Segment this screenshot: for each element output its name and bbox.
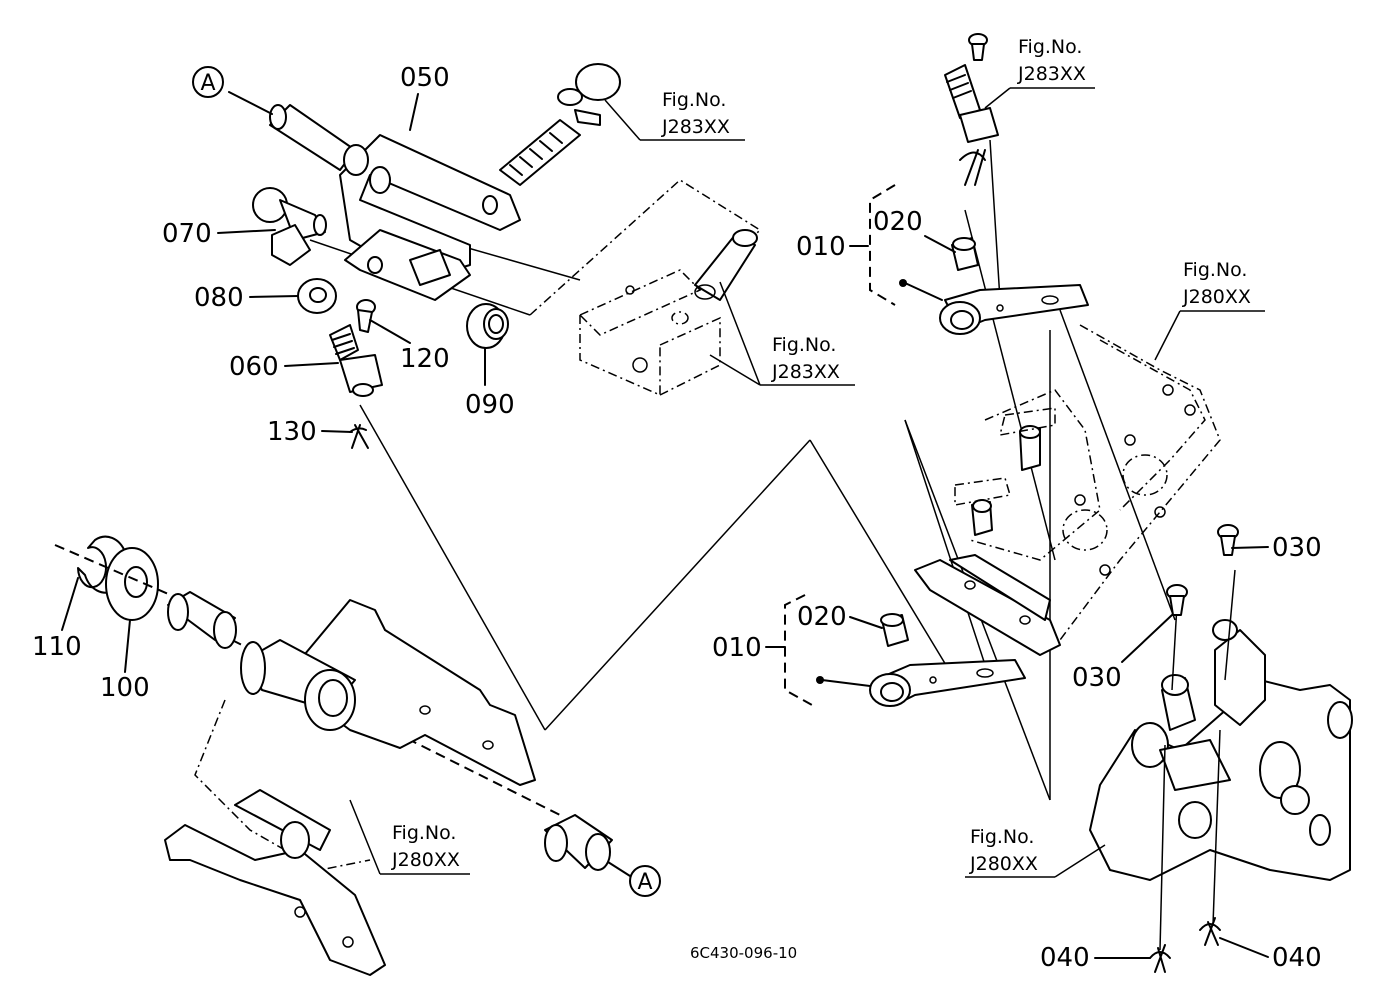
balljoint-070 bbox=[252, 187, 327, 266]
label-060: 060 bbox=[229, 352, 279, 382]
pin-030-upper bbox=[1217, 524, 1239, 556]
svg-text:J283XX: J283XX bbox=[771, 361, 840, 383]
clip-130 bbox=[349, 424, 369, 449]
svg-text:Fig.No.: Fig.No. bbox=[1018, 36, 1082, 58]
fig-ref-top-center: Fig.No. J283XX bbox=[604, 89, 745, 141]
fig-ref-lower-right: Fig.No. J280XX bbox=[965, 826, 1106, 878]
svg-text:Fig.No.: Fig.No. bbox=[392, 822, 456, 844]
label-020-lower: 020 bbox=[797, 602, 847, 632]
fig-ref-lower-left: Fig.No. J280XX bbox=[349, 799, 470, 875]
label-080: 080 bbox=[194, 283, 244, 313]
svg-text:J283XX: J283XX bbox=[1017, 63, 1086, 85]
label-130: 130 bbox=[267, 417, 317, 447]
label-050: 050 bbox=[400, 63, 450, 93]
svg-text:Fig.No.: Fig.No. bbox=[662, 89, 726, 111]
clip-040-left bbox=[1149, 944, 1171, 973]
bolt-top bbox=[499, 63, 621, 186]
pin-120 bbox=[356, 299, 376, 333]
plate-j280xx-right bbox=[914, 324, 1221, 656]
svg-text:Fig.No.: Fig.No. bbox=[772, 334, 836, 356]
label-110: 110 bbox=[32, 632, 82, 662]
valve-body bbox=[1089, 569, 1353, 951]
rodend-060 bbox=[329, 324, 383, 397]
svg-text:J280XX: J280XX bbox=[969, 853, 1038, 875]
svg-text:J280XX: J280XX bbox=[1182, 286, 1251, 308]
label-040-left: 040 bbox=[1040, 943, 1090, 973]
bushing-left bbox=[167, 591, 237, 649]
label-090: 090 bbox=[465, 390, 515, 420]
arm-upper bbox=[869, 184, 1089, 335]
callout-a-top: A bbox=[192, 66, 224, 98]
fig-ref-plate-right: Fig.No. J280XX bbox=[1154, 259, 1265, 361]
bracket-050 bbox=[228, 91, 521, 301]
nut-080 bbox=[297, 278, 337, 314]
callout-a-bottom: A bbox=[607, 861, 661, 897]
rodend-top-right bbox=[944, 33, 999, 186]
label-010-upper: 010 bbox=[796, 232, 846, 262]
label-030-upper: 030 bbox=[1272, 533, 1322, 563]
bushing-090 bbox=[466, 303, 509, 349]
plate-j280xx-lower-left bbox=[164, 599, 536, 976]
label-100: 100 bbox=[100, 673, 150, 703]
fig-ref-block: Fig.No. J283XX bbox=[709, 281, 855, 386]
svg-text:A: A bbox=[200, 71, 215, 96]
bushing-right bbox=[544, 814, 613, 871]
label-040-right: 040 bbox=[1272, 943, 1322, 973]
label-030-lower: 030 bbox=[1072, 663, 1122, 693]
svg-text:A: A bbox=[637, 870, 652, 895]
svg-text:Fig.No.: Fig.No. bbox=[1183, 259, 1247, 281]
label-070: 070 bbox=[162, 219, 212, 249]
clip-040-right bbox=[1199, 917, 1221, 946]
washer-100 bbox=[105, 547, 159, 621]
svg-text:J280XX: J280XX bbox=[391, 849, 460, 871]
svg-text:Fig.No.: Fig.No. bbox=[970, 826, 1034, 848]
fig-ref-top-right: Fig.No. J283XX bbox=[984, 36, 1095, 109]
drawing-code: 6C430-096-10 bbox=[690, 944, 797, 962]
part-labels: 050 070 080 060 120 090 130 110 100 010 … bbox=[32, 63, 1322, 973]
label-010-lower: 010 bbox=[712, 633, 762, 663]
block-j283xx bbox=[529, 179, 762, 397]
svg-text:J283XX: J283XX bbox=[661, 116, 730, 138]
label-020-upper: 020 bbox=[873, 207, 923, 237]
pin-030-lower bbox=[1166, 584, 1188, 616]
label-120: 120 bbox=[400, 344, 450, 374]
